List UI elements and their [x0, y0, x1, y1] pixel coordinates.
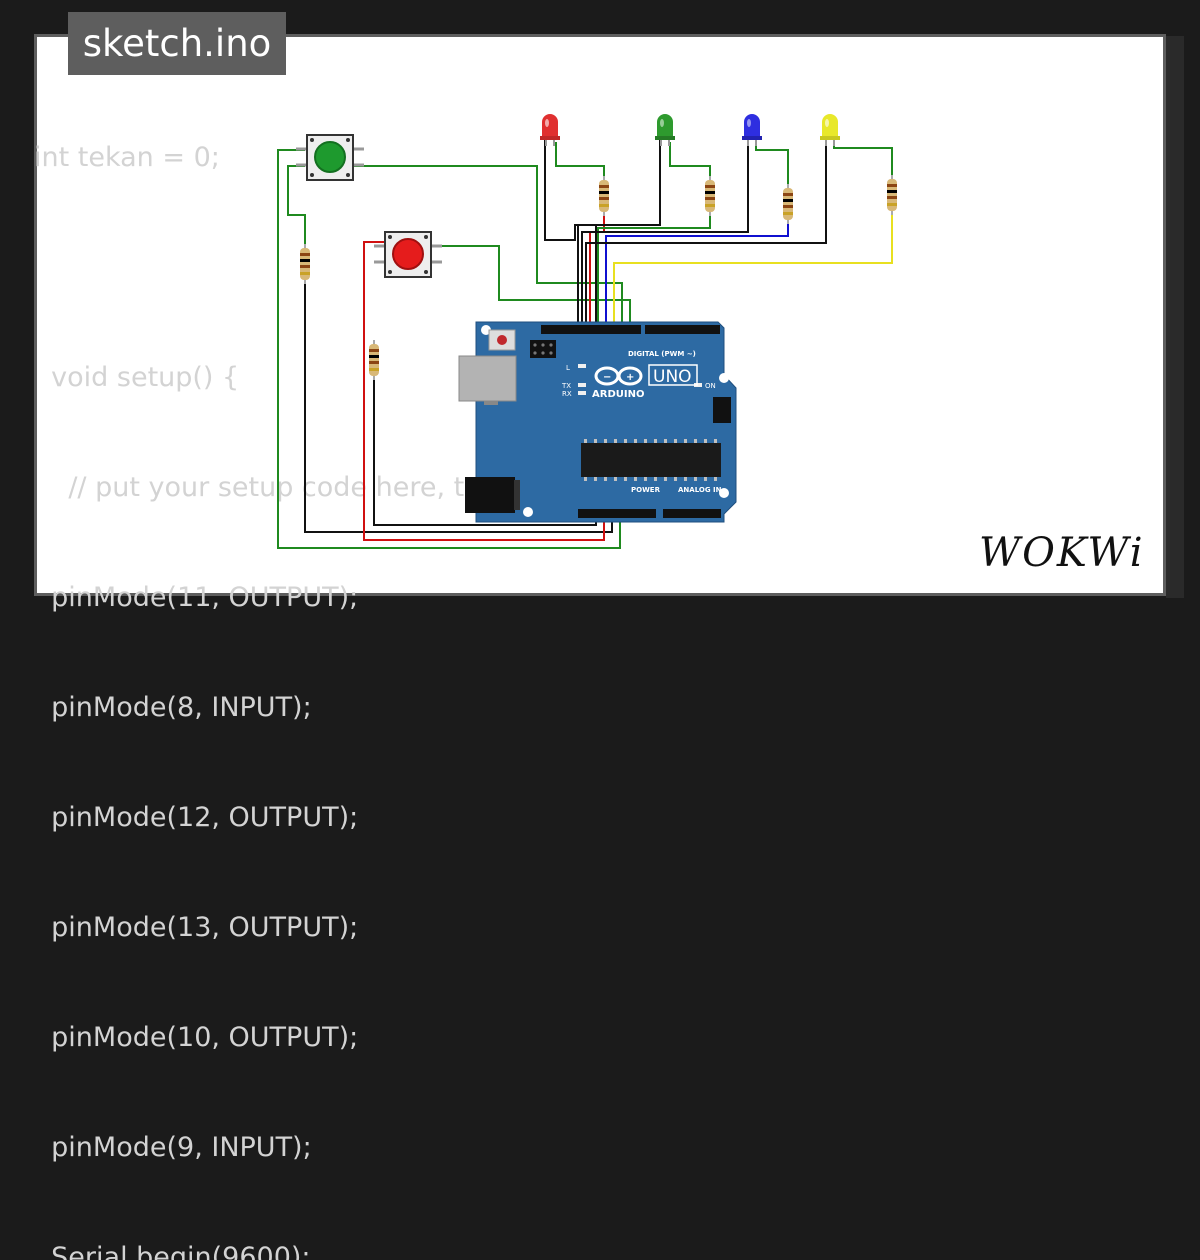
digital-header: [645, 325, 720, 334]
code-line: pinMode(8, INPUT);: [34, 692, 312, 723]
code-line: void setup() {: [34, 362, 240, 393]
usb-connector: [458, 355, 517, 402]
resistor: [369, 340, 379, 380]
wire-green: [432, 245, 631, 330]
resistor: [887, 175, 897, 215]
code-line: pinMode(12, OUTPUT);: [34, 802, 359, 833]
analog-label: ANALOG IN: [678, 486, 722, 494]
code-line: pinMode(9, INPUT);: [34, 1132, 312, 1163]
arduino-uno-board[interactable]: − + UNO ARDUINO DIGITAL (PWM ~) POWER AN…: [458, 321, 737, 523]
resistor: [300, 244, 310, 284]
wire-green: [669, 142, 711, 176]
red-pushbutton[interactable]: [374, 231, 442, 278]
resistor: [705, 176, 715, 216]
svg-text:+: +: [626, 372, 634, 383]
wire-green: [755, 142, 789, 186]
tx-label: TX: [561, 382, 571, 390]
green-pushbutton[interactable]: [296, 134, 364, 181]
wokwi-logo: WOKWi: [979, 530, 1145, 576]
wokwi-logo-text: WOKWi: [979, 530, 1145, 576]
led-red[interactable]: [540, 114, 560, 146]
digital-label: DIGITAL (PWM ~): [628, 350, 696, 358]
code-line: int tekan = 0;: [34, 142, 220, 173]
wire-black: [304, 282, 613, 533]
wire-yellow: [613, 214, 893, 330]
digital-header: [541, 325, 641, 334]
svg-text:−: −: [603, 372, 611, 383]
wire-blue: [605, 222, 789, 330]
l-label: L: [566, 364, 570, 372]
wire-black: [577, 140, 661, 330]
resistor: [599, 176, 609, 216]
code-line: Serial.begin(9600);: [34, 1242, 311, 1260]
power-header: [578, 509, 656, 518]
power-jack: [465, 477, 515, 513]
wire-black: [581, 140, 749, 330]
wire-black: [544, 140, 597, 330]
resistor: [783, 184, 793, 224]
board-name: UNO: [653, 367, 692, 387]
wire-green: [833, 142, 893, 176]
code-line: pinMode(13, OUTPUT);: [34, 912, 359, 943]
wire-green: [597, 216, 711, 330]
wire-green: [277, 149, 621, 549]
wire-red: [363, 241, 605, 541]
led-green[interactable]: [655, 114, 675, 146]
arduino-logo: [594, 366, 643, 386]
code-line: pinMode(11, OUTPUT);: [34, 582, 359, 613]
atmega-chip: [581, 443, 721, 477]
wire-green: [555, 142, 605, 176]
board-brand: ARDUINO: [592, 389, 644, 400]
power-label: POWER: [631, 486, 661, 494]
on-label: ON: [705, 382, 716, 390]
sketch-title: sketch.ino: [68, 12, 286, 75]
wire-green: [352, 165, 623, 330]
code-line: pinMode(10, OUTPUT);: [34, 1022, 359, 1053]
rx-label: RX: [562, 390, 572, 398]
circuit-diagram: − + UNO ARDUINO DIGITAL (PWM ~) POWER AN…: [277, 114, 897, 549]
wire-green: [287, 165, 306, 245]
wire-black: [585, 140, 827, 330]
wires: [277, 140, 893, 549]
analog-header: [663, 509, 721, 518]
led-yellow[interactable]: [820, 114, 840, 146]
led-blue[interactable]: [742, 114, 762, 146]
card-shadow: [1166, 36, 1184, 598]
